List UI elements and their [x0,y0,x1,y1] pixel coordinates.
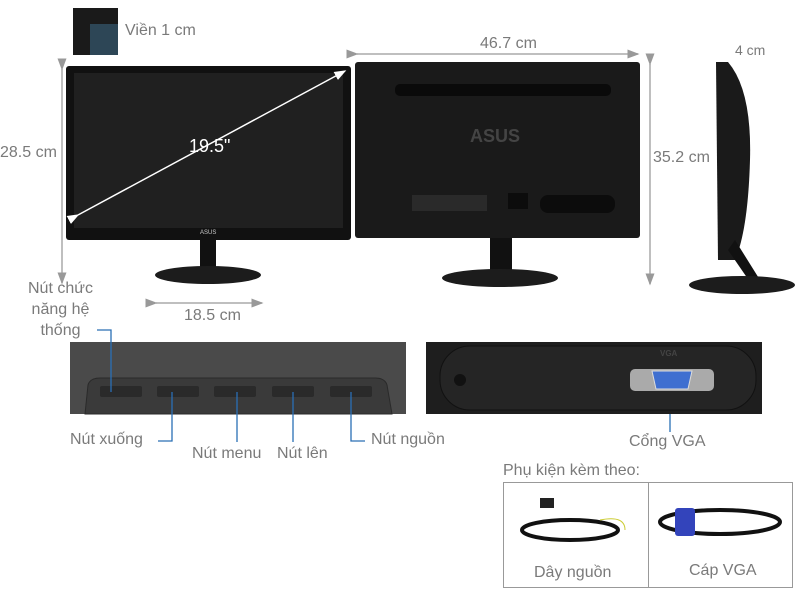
power-cord-image [520,498,626,542]
diagonal-label: 19.5" [189,136,231,156]
vga-printed-label: VGA [660,349,678,358]
accessory-label-vga-cable: Cáp VGA [689,562,757,579]
total-height-label: 35.2 cm [653,149,710,166]
depth-label: 4 cm [735,42,766,58]
accessories-divider [648,482,649,587]
front-height-label: 28.5 cm [0,144,57,161]
vga-closeup-image: VGA [426,342,762,414]
vga-cable-image [658,508,782,536]
menu-button-label: Nút menu [192,445,262,462]
power-button-label: Nút nguồn [371,431,445,448]
system-button-label: Nút chức năng hệ thống [28,280,93,339]
vga-port-label: Cổng VGA [629,433,706,450]
buttons-closeup-image [70,342,406,415]
accessories-title: Phụ kiện kèm theo: [503,462,640,479]
bezel-label: Viền 1 cm [125,22,196,39]
accessory-label-power-cord: Dây nguồn [534,564,612,581]
up-button-label: Nút lên [277,445,328,462]
side-monitor-image [689,62,795,294]
bezel-thumbnail [73,8,118,55]
svg-text:ASUS: ASUS [200,230,216,236]
svg-text:ASUS: ASUS [470,126,520,146]
front-monitor-image: ASUS [66,66,351,284]
down-button-label: Nút xuống [70,431,143,448]
base-width-label: 18.5 cm [184,307,241,324]
width-label: 46.7 cm [480,35,537,52]
back-monitor-image: ASUS [355,62,640,287]
